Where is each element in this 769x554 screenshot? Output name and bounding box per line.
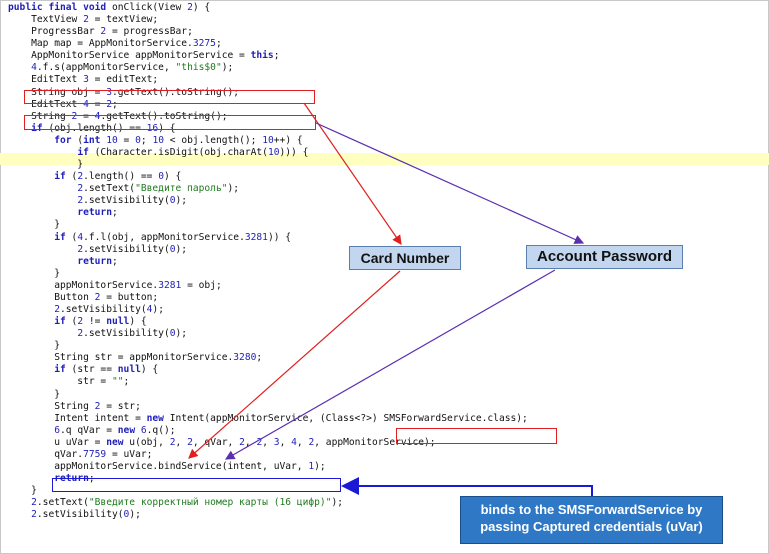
code-line: 2.setVisibility(0); [31,509,141,521]
code-line: if (4.f.l(obj, appMonitorService.3281)) … [54,231,292,243]
code-line: String 2 = str; [8,400,141,412]
code-line: } [8,485,37,497]
code-line: appMonitorService.3281 = obj; [8,279,222,291]
arrow-account-password-to-uvar [224,269,556,460]
code-line: 4.f.s(appMonitorService, "this$0"); [31,62,234,74]
code-line: String 2 = 4.getText().toString(); [8,110,228,122]
highlight-obj2-line [24,115,316,130]
arrow-obj2-to-account-password [315,122,585,244]
code-line: } [8,267,60,279]
code-line: TextView 2 = textView; [8,14,159,26]
code-line: if (2.length() == 0) { [54,171,182,183]
code-line: u uVar = new u(obj, 2, 2, qVar, 2, 2, 3,… [8,436,436,448]
code-line: return; [77,207,118,219]
code-line: EditText 3 = editText; [8,74,159,86]
highlight-smsforwardservice [396,428,557,444]
code-line: qVar.7759 = uVar; [8,448,153,460]
code-line: ProgressBar 2 = progressBar; [8,26,193,38]
code-line: String obj = 3.getText().toString(); [8,86,240,98]
code-line: 2.setVisibility(0); [77,195,188,207]
highlight-obj-line [24,90,315,104]
card-number-label: Card Number [349,246,461,270]
code-line: } [8,159,84,171]
code-line: if (2 != null) { [54,316,147,328]
code-line: Map map = AppMonitorService.3275; [8,38,222,50]
code-line: EditText 4 = 2; [8,98,118,110]
code-line: 2.setText("Введите пароль"); [77,183,240,195]
code-line: str = ""; [8,376,130,388]
code-line: 2.setVisibility(4); [54,304,164,315]
code-line: if (obj.length() == 16) { [31,122,176,134]
code-line: } [8,340,60,352]
code-line: 2.setVisibility(0); [77,328,188,340]
code-line: if (str == null) { [54,364,159,376]
account-password-label: Account Password [526,245,683,269]
arrow-obj-to-card-number [303,102,402,245]
code-line: 2.setVisibility(0); [77,243,188,255]
code-line: 2.setText("Введите корректный номер карт… [31,497,344,509]
arrow-note-to-bindservice [341,477,593,496]
code-line: } [8,219,60,231]
current-line-highlight [0,153,769,165]
bind-service-note: binds to the SMSForwardService by passin… [460,496,723,544]
arrow-card-number-to-uvar [188,270,401,459]
code-line: appMonitorService.bindService(intent, uV… [8,461,326,473]
code-line: AppMonitorService appMonitorService = th… [8,50,280,62]
code-line: String str = appMonitorService.3280; [8,352,263,364]
code-line: for (int 10 = 0; 10 < obj.length(); 10++… [54,134,303,146]
code-line: if (Character.isDigit(obj.charAt(10))) { [77,146,309,158]
code-line: Button 2 = button; [8,291,159,303]
highlight-bindservice-line [52,478,341,492]
code-line: return; [77,255,118,267]
code-line: } [8,388,60,400]
code-line: 6.q qVar = new 6.q(); [54,424,176,436]
code-line: Intent intent = new Intent(appMonitorSer… [8,412,528,424]
code-line: public final void onClick(View 2) { [8,2,211,13]
